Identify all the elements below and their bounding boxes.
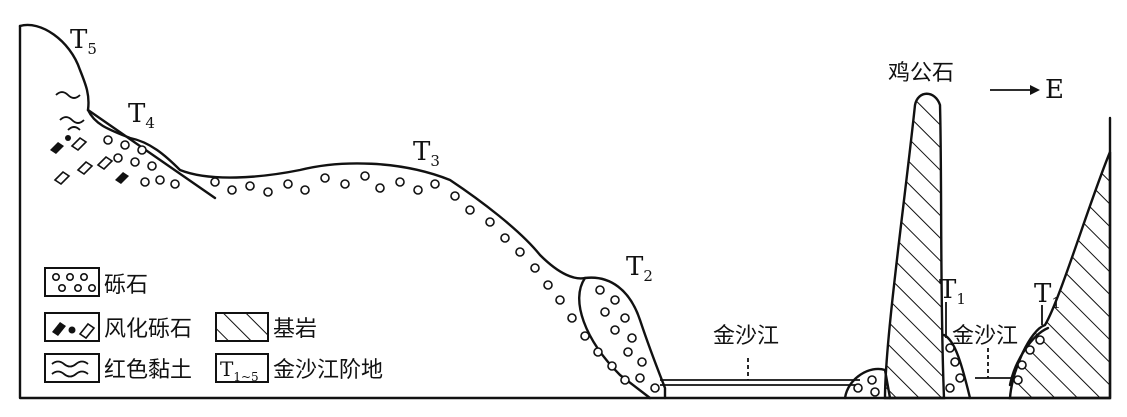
legend-terrace-label: 金沙江阶地 — [273, 358, 383, 383]
t5-t4-contact-line — [86, 108, 217, 200]
direction-label: E — [1045, 75, 1064, 105]
river-label-right: 金沙江 — [952, 324, 1018, 349]
legend-weathered-label: 风化砾石 — [104, 317, 192, 342]
legend-redclay-label: 红色黏土 — [104, 358, 192, 383]
pebble-mound — [843, 367, 892, 400]
legend-terrace-swatch — [215, 353, 269, 383]
terrace-label-t1-left: T1 — [939, 275, 966, 308]
right-bedrock-slope — [1008, 151, 1112, 400]
terrace-label-t2: T2 — [626, 252, 653, 285]
legend-gravel-label: 砾石 — [104, 273, 148, 298]
gravel-t2 — [595, 285, 660, 393]
legend-bedrock-label: 基岩 — [273, 317, 317, 342]
terrace-label-t4: T4 — [128, 99, 155, 132]
t2-boundary-line — [578, 276, 652, 400]
gravel-t1 — [853, 335, 1045, 397]
t1-deposit-right — [1008, 326, 1050, 387]
legend-terrace-symbol: T1~5 — [220, 357, 259, 384]
gravel-t4 — [103, 135, 180, 189]
weathered-gravel-symbols — [50, 135, 129, 186]
legend-bedrock-swatch — [215, 312, 269, 342]
rock-name-label: 鸡公石 — [888, 61, 954, 86]
bedrock-tower — [883, 92, 946, 400]
t1-deposit-left — [942, 333, 972, 400]
legend: 砾石 风化砾石 基岩 红色黏土 T1~5 金沙江阶地 — [44, 267, 383, 384]
terrain-surface-line — [18, 23, 667, 400]
terrace-label-t5: T5 — [70, 25, 97, 58]
terrace-label-t1-right: T1 — [1034, 279, 1061, 312]
red-clay-symbols — [55, 91, 85, 131]
river-label-left: 金沙江 — [713, 324, 779, 349]
direction-arrowhead — [1030, 85, 1040, 95]
gravel-t3 — [210, 171, 630, 385]
terrace-label-t3: T3 — [413, 137, 440, 170]
legend-redclay-swatch — [44, 353, 100, 383]
